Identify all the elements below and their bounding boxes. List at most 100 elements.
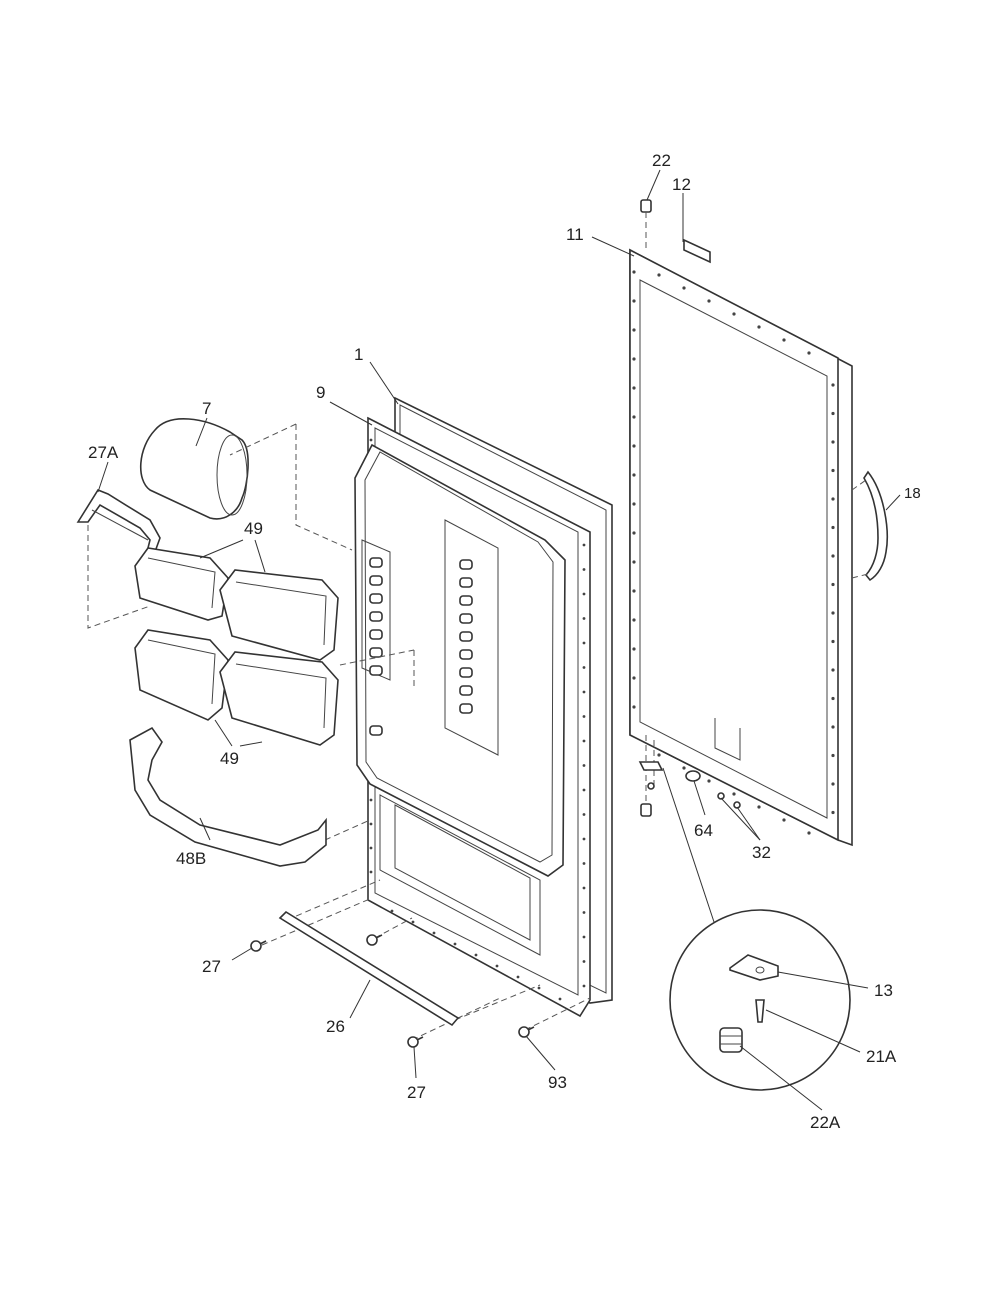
callout-12: 12 — [672, 175, 691, 194]
panel-screw-hole — [632, 444, 636, 448]
liner-screw-hole — [582, 666, 586, 669]
panel-screw-hole — [657, 273, 661, 277]
liner-screw-hole — [582, 960, 586, 963]
callout-27-left: 27 — [202, 957, 221, 976]
callout-64: 64 — [694, 821, 713, 840]
panel-screw-hole — [707, 299, 711, 303]
liner-screw-hole — [582, 543, 586, 547]
panel-screw-hole — [831, 611, 835, 615]
panel-screw-hole — [632, 705, 636, 709]
panel-screw-hole — [632, 618, 636, 622]
door-bin-upper-right — [219, 569, 339, 661]
liner-peg — [369, 557, 383, 568]
liner-screw-hole — [369, 846, 373, 850]
panel-screw-hole — [831, 668, 835, 672]
liner-screw-hole — [582, 788, 586, 792]
panel-screw-hole — [632, 473, 636, 477]
liner-screw-hole — [582, 764, 586, 767]
panel-screw-hole — [732, 792, 736, 796]
callout-48B: 48B — [176, 849, 206, 868]
panel-screw-hole — [632, 328, 636, 332]
callout-1: 1 — [354, 345, 363, 364]
panel-screw-hole — [632, 647, 636, 651]
panel-screw-hole — [831, 525, 835, 530]
bottom-hinge-parts — [638, 735, 741, 926]
liner-screw-hole — [582, 984, 586, 988]
panel-screw-hole — [831, 725, 835, 729]
panel-screw-hole — [632, 299, 636, 303]
callout-11: 11 — [566, 225, 584, 244]
liner-peg — [459, 649, 473, 660]
liner-peg — [459, 577, 473, 588]
panel-screw-hole — [707, 779, 711, 783]
liner-screw-hole — [582, 690, 586, 694]
panel-screw-hole — [831, 554, 835, 558]
panel-screw-hole — [682, 286, 686, 290]
door-bin-lower-right — [219, 651, 339, 746]
callout-13: 13 — [874, 981, 893, 1000]
door-bin-upper-left — [134, 547, 229, 621]
liner-peg — [459, 631, 473, 642]
panel-screw-hole — [831, 810, 835, 815]
liner-screw-hole — [582, 886, 586, 890]
liner-screw-hole — [582, 837, 586, 841]
liner-screw-hole — [582, 592, 586, 596]
callout-49-top: 49 — [244, 519, 263, 538]
panel-screw-hole — [807, 831, 811, 835]
liner-screw-hole — [582, 641, 586, 645]
liner-peg — [459, 667, 473, 678]
liner-screw-hole — [369, 438, 373, 442]
callout-7: 7 — [202, 399, 211, 418]
liner-peg — [369, 611, 383, 622]
liner-screw-hole — [369, 822, 373, 826]
panel-screw-hole — [632, 589, 636, 593]
liner-screw-hole — [411, 920, 415, 924]
leader-lines — [97, 169, 901, 1111]
panel-screw-hole — [657, 753, 661, 757]
callout-32: 32 — [752, 843, 771, 862]
liner-screw-hole — [582, 715, 586, 718]
panel-screw-hole — [831, 440, 835, 444]
panel-screw-hole — [682, 766, 686, 770]
panel-screw-hole — [632, 270, 636, 274]
panel-screw-hole — [831, 696, 835, 701]
panel-screw-hole — [632, 531, 636, 535]
liner-screw-hole — [582, 568, 586, 571]
callout-49-bottom: 49 — [220, 749, 239, 768]
callout-9: 9 — [316, 383, 325, 402]
callouts: 1 9 7 27A 49 49 48B 11 12 22 18 64 32 27… — [88, 151, 921, 1132]
panel-screw-hole — [632, 502, 636, 506]
callout-26: 26 — [326, 1017, 345, 1036]
liner-peg — [459, 559, 473, 570]
liner-peg — [369, 593, 383, 604]
panel-screw-hole — [807, 351, 811, 355]
panel-screw-hole — [782, 338, 786, 342]
liner-screw-hole — [516, 975, 520, 979]
panel-screw-hole — [831, 753, 835, 758]
callout-22: 22 — [652, 151, 671, 170]
callout-27-bottom: 27 — [407, 1083, 426, 1102]
panel-screw-hole — [831, 782, 835, 786]
callout-22A: 22A — [810, 1113, 841, 1132]
liner-screw-hole — [474, 953, 478, 957]
liner-screw-hole — [537, 986, 541, 990]
callout-21A: 21A — [866, 1047, 897, 1066]
panel-screw-hole — [757, 805, 761, 809]
panel-screw-hole — [831, 639, 835, 644]
panel-screw-hole — [632, 676, 636, 680]
liner-peg — [369, 647, 383, 658]
top-hinge-screw — [640, 199, 652, 250]
liner-peg — [459, 685, 473, 696]
liner-screw-hole — [432, 931, 436, 935]
panel-screw-hole — [782, 818, 786, 822]
inner-door-liner — [354, 416, 591, 1018]
callout-27A: 27A — [88, 443, 119, 462]
liner-peg — [369, 665, 383, 676]
butter-compartment — [139, 418, 249, 520]
lower-shelf-rail — [129, 726, 327, 867]
liner-screw-hole — [582, 911, 586, 914]
liner-screw-hole — [369, 798, 373, 802]
screws — [250, 934, 535, 1048]
liner-peg — [459, 703, 473, 714]
hinge-detail-magnified — [669, 909, 851, 1091]
